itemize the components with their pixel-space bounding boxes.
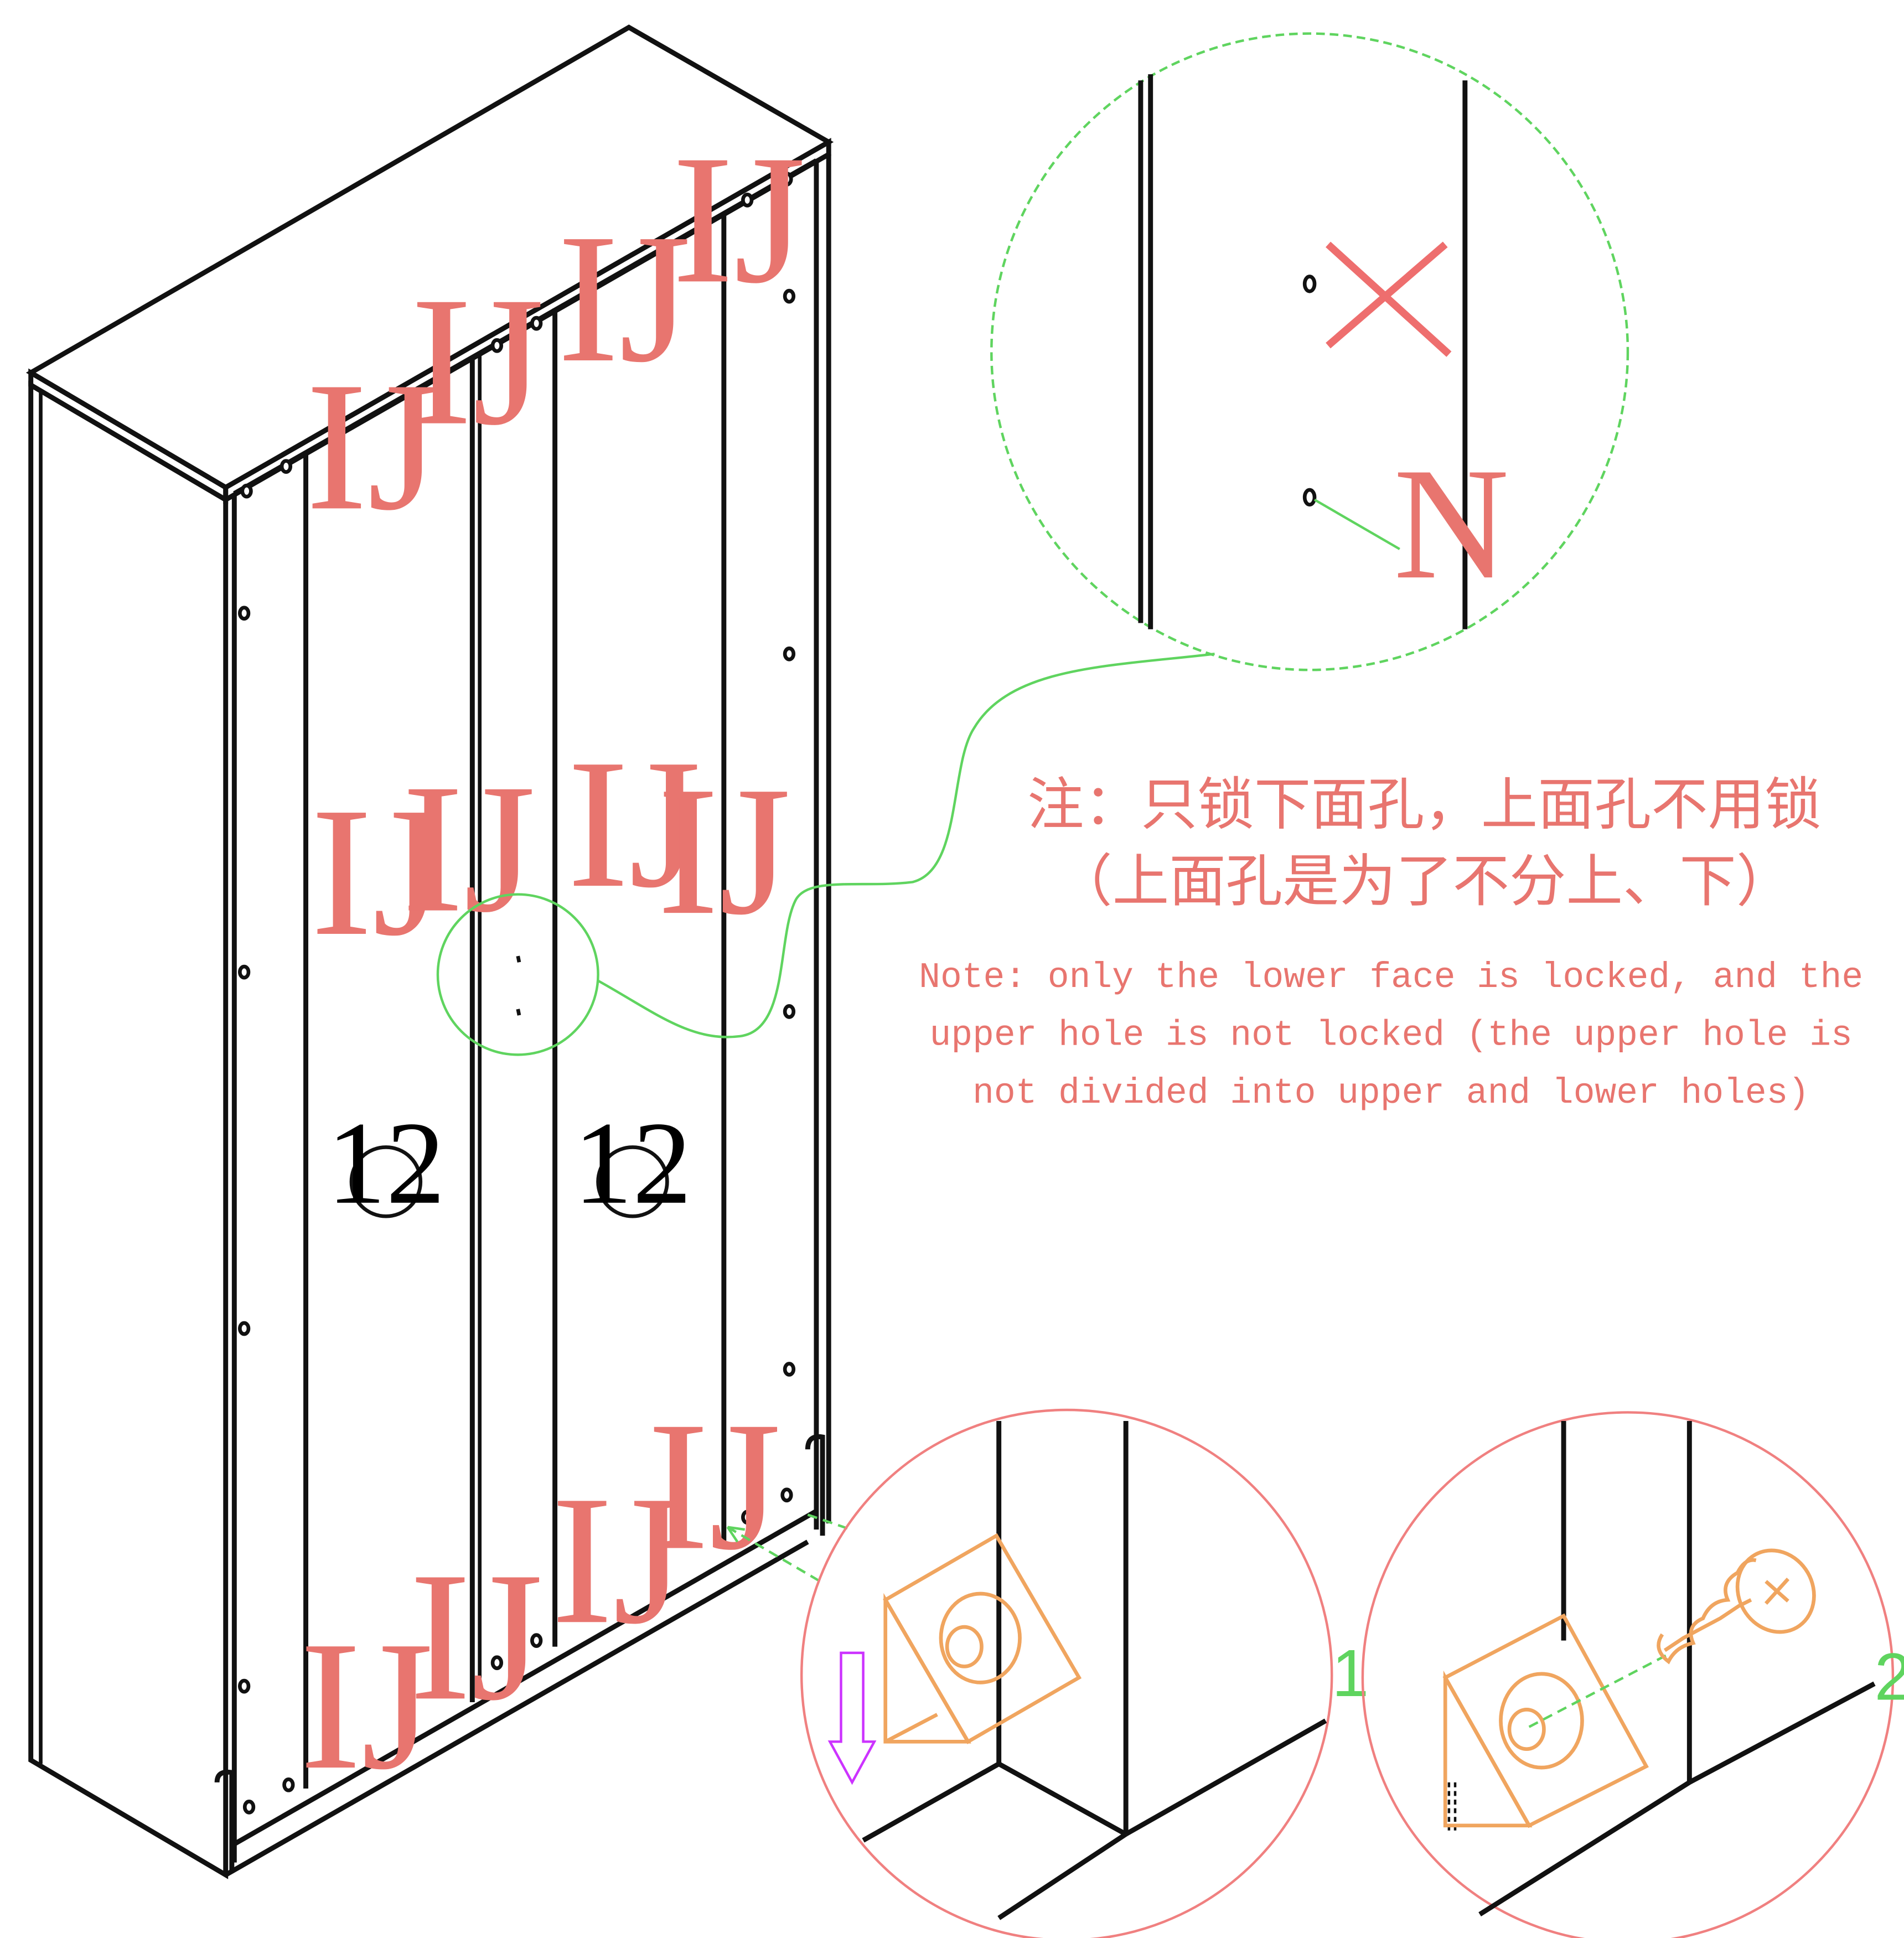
part-number-label: 12 [573,1098,692,1229]
note-english-line-1: Note: only the lower face is locked, and… [919,958,1863,998]
screw-label-ij: IJ [410,1534,543,1739]
note-chinese-line-1: 注：只锁下面孔，上面孔不用锁 [1027,772,1822,838]
detail-circle-1 [800,1408,1333,1938]
hole [242,1800,256,1815]
leader-dashed [807,1513,852,1531]
cabinet-drawing: 12 12 IJ IJ IJ IJ IJ IJ IJ IJ IJ IJ IJ I… [25,24,834,1879]
not-locked-x-icon [1326,241,1448,349]
screw-label-ij: IJ [311,769,444,974]
detail-line [997,1761,1127,1837]
hole [741,192,754,208]
back-bottom-edge [233,1508,818,1847]
hole-label-n: N [1394,435,1509,612]
detail-line [862,1761,1000,1843]
hole [490,338,504,353]
hole [783,288,796,304]
not-locked-x-icon [1326,241,1452,357]
leader-line [1313,498,1400,550]
bottom-left-notch [214,1769,235,1872]
detail-circle-top [990,32,1629,671]
corner-bracket-icon [883,1533,1082,1744]
mark [516,955,521,963]
detail-step-2: 2 [1361,1411,1904,1938]
hole [282,1777,295,1792]
screw-label-ij: IJ [672,117,805,322]
hole [237,606,251,621]
hole [783,1362,796,1377]
part-number-label: 12 [327,1098,445,1229]
callout-small-circle [436,893,599,1056]
hole [280,459,293,474]
lower-hole [1302,488,1317,507]
cabinet-left-side [28,380,229,1879]
screw-label-ij: IJ [648,1384,781,1589]
screw-label-ij: IJ [306,344,439,549]
callout-detail-top: N [436,32,1629,1056]
assembly-note: 注：只锁下面孔，上面孔不用锁 （上面孔是为了不分上、下） Note: only … [919,772,1863,1114]
hole [783,646,796,661]
part-number-circle [349,1145,423,1218]
hole [741,1510,754,1525]
screw-label-ij: IJ [299,1603,433,1808]
screw-label-ij: IJ [551,1458,685,1662]
hole [530,316,543,331]
detail-step-1: 1 [726,1408,1369,1938]
screw-label-ij: IJ [402,746,535,951]
callout-connector-line [597,653,1215,1038]
screw-label-ij: IJ [658,748,791,953]
bottom-right-notch [805,1434,825,1536]
screw-label-ij: IJ [567,721,701,926]
down-arrow-icon [827,1651,877,1785]
back-top-edge [233,158,818,496]
arrow-head [726,1526,746,1543]
hole [237,1321,251,1336]
hole [780,172,793,187]
hole [530,1633,543,1648]
cabinet-bottom-edge [224,1539,809,1877]
detail-line [997,1832,1127,1920]
note-chinese-line-2: （上面孔是为了不分上、下） [1056,849,1793,914]
hole [237,1678,251,1694]
hole [780,1487,793,1503]
screw-label-ij: IJ [557,196,691,401]
corner-bracket-icon [1442,1613,1649,1828]
mark [516,1009,521,1016]
hole [240,483,253,499]
hole [783,1004,796,1019]
cabinet-top-side-edge [223,137,831,504]
note-english-line-3: not divided into upper and lower holes) [972,1073,1809,1114]
screw-label-ij: IJ [411,259,544,464]
hole [237,964,251,980]
step-number: 2 [1875,1640,1904,1714]
screw-axis [1528,1651,1672,1728]
part-number-circle [596,1145,669,1218]
hole [490,1655,504,1671]
detail-circle-2 [1361,1411,1895,1938]
leader-dashed [727,1526,821,1583]
detail-line [1688,1681,1876,1785]
note-english-line-2: upper hole is not locked (the upper hole… [930,1016,1853,1056]
detail-line [1124,1718,1327,1837]
upper-hole [1302,275,1317,293]
screw-icon [1657,1548,1816,1665]
detail-line [1478,1780,1691,1917]
